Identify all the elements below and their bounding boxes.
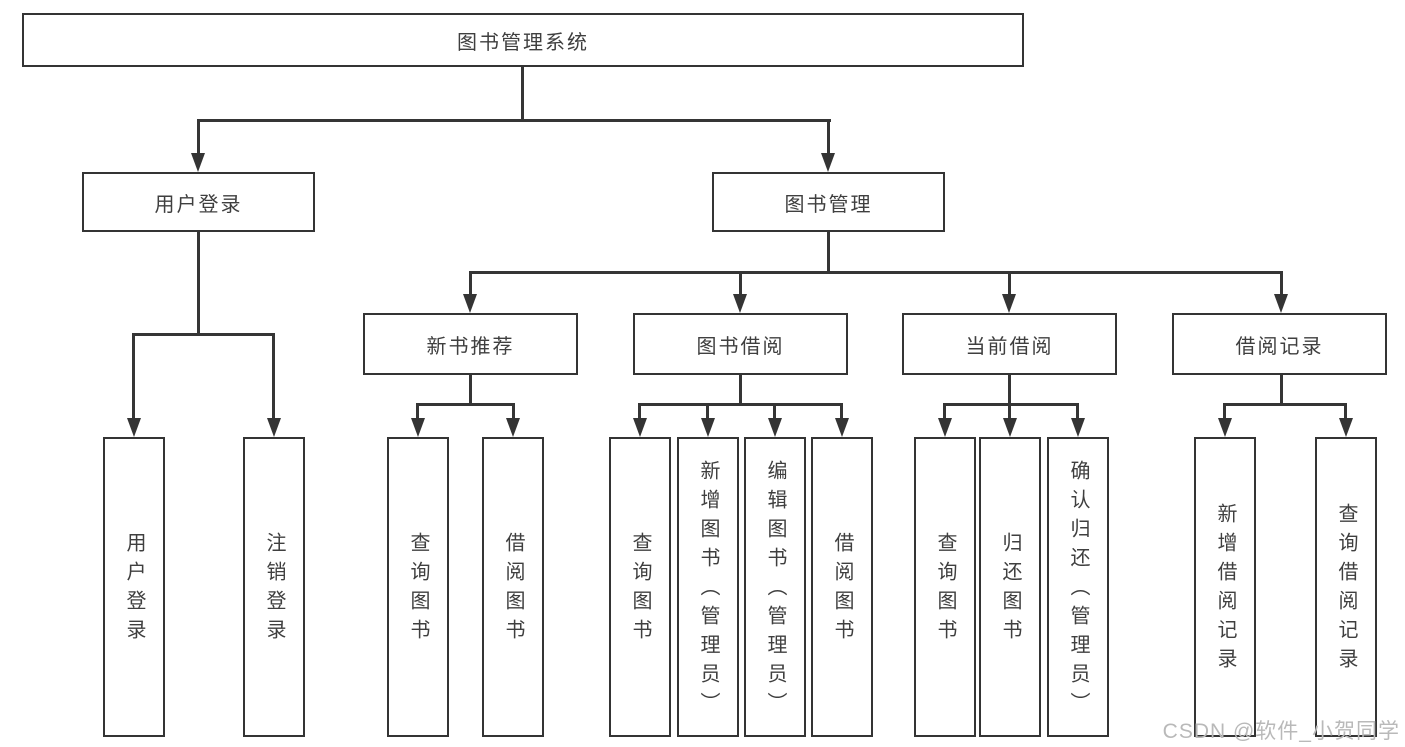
leaf-confirm-return-admin: 确认归还（管理员） [1047,437,1109,737]
leaf-label: 归还图书 [999,532,1021,648]
arrow-current-borrow [1002,294,1016,313]
connector-new-book-stem [469,375,472,406]
leaf-user-login: 用户登录 [103,437,165,737]
connector-book-borrow-bus [638,403,843,406]
leaf-label: 借阅图书 [502,532,524,648]
arrow-leaf [1071,418,1085,437]
leaf-label: 确认归还（管理员） [1067,459,1089,721]
connector-drop-leaf-logout [272,333,275,421]
leaf-label: 新增图书（管理员） [697,459,719,721]
leaf-borrow-books-1: 借阅图书 [482,437,544,737]
connector-drop-book-mgmt [827,119,830,157]
leaf-label: 用户登录 [123,532,145,648]
arrow-leaf [938,418,952,437]
arrow-leaf-logout [267,418,281,437]
connector-root-bus [197,119,831,122]
connector-current-borrow-stem [1008,375,1011,406]
leaf-add-books-admin: 新增图书（管理员） [677,437,739,737]
leaf-query-books-3: 查询图书 [914,437,976,737]
connector-book-mgmt-stem [827,232,830,274]
connector-book-mgmt-bus [469,271,1283,274]
leaf-logout: 注销登录 [243,437,305,737]
arrow-new-book [463,294,477,313]
leaf-edit-books-admin: 编辑图书（管理员） [744,437,806,737]
node-book-borrow-label: 图书借阅 [696,335,785,358]
node-user-login-label: 用户登录 [154,193,243,216]
leaf-label: 查询图书 [407,532,429,648]
connector-user-login-stem [197,232,200,336]
arrow-user-login [191,153,205,172]
connector-drop [1223,403,1226,421]
leaf-add-borrow-record: 新增借阅记录 [1194,437,1256,737]
leaf-query-books-2: 查询图书 [609,437,671,737]
arrow-book-mgmt [821,153,835,172]
leaf-label: 查询借阅记录 [1335,503,1357,677]
arrow-leaf-login [127,418,141,437]
node-new-book-rec-label: 新书推荐 [426,335,515,358]
arrow-leaf [701,418,715,437]
arrow-leaf [633,418,647,437]
node-book-borrow: 图书借阅 [633,313,848,375]
connector-borrow-records-stem [1280,375,1283,406]
connector-drop [943,403,946,421]
connector-borrow-records-bus [1223,403,1347,406]
connector-root-stem [521,67,524,121]
arrow-leaf [1003,418,1017,437]
node-root: 图书管理系统 [22,13,1024,67]
connector-user-login-bus [132,333,275,336]
node-current-borrow-label: 当前借阅 [965,335,1054,358]
leaf-query-books-1: 查询图书 [387,437,449,737]
connector-drop-current-borrow [1008,271,1011,297]
connector-drop [1008,403,1011,421]
connector-drop [773,403,776,421]
connector-drop-leaf-login [132,333,135,421]
arrow-leaf [506,418,520,437]
leaf-borrow-books-2: 借阅图书 [811,437,873,737]
leaf-label: 查询图书 [934,532,956,648]
arrow-borrow-records [1274,294,1288,313]
node-borrow-records-label: 借阅记录 [1235,335,1324,358]
arrow-leaf [835,418,849,437]
arrow-leaf [1339,418,1353,437]
connector-drop [706,403,709,421]
leaf-label: 新增借阅记录 [1214,503,1236,677]
connector-current-borrow-bus [943,403,1079,406]
node-user-login: 用户登录 [82,172,315,232]
connector-drop-borrow-records [1280,271,1283,297]
leaf-query-borrow-record: 查询借阅记录 [1315,437,1377,737]
leaf-return-books: 归还图书 [979,437,1041,737]
arrow-book-borrow [733,294,747,313]
node-current-borrow: 当前借阅 [902,313,1117,375]
leaf-label: 编辑图书（管理员） [764,459,786,721]
connector-drop-user-login [197,119,200,157]
connector-book-borrow-stem [739,375,742,406]
arrow-leaf [1218,418,1232,437]
node-new-book-rec: 新书推荐 [363,313,578,375]
leaf-label: 查询图书 [629,532,651,648]
connector-drop [638,403,641,421]
node-book-mgmt-label: 图书管理 [784,193,873,216]
node-root-label: 图书管理系统 [457,31,589,54]
leaf-label: 借阅图书 [831,532,853,648]
connector-drop [416,403,419,421]
csdn-watermark: CSDN @软件_小贺同学 [1162,720,1400,743]
connector-new-book-bus [416,403,515,406]
connector-drop [840,403,843,421]
connector-drop [1076,403,1079,421]
connector-drop [1344,403,1347,421]
connector-drop-book-borrow [739,271,742,297]
arrow-leaf [768,418,782,437]
connector-drop [512,403,515,421]
arrow-leaf [411,418,425,437]
node-borrow-records: 借阅记录 [1172,313,1387,375]
connector-drop-new-book [469,271,472,297]
node-book-mgmt: 图书管理 [712,172,945,232]
leaf-label: 注销登录 [263,532,285,648]
